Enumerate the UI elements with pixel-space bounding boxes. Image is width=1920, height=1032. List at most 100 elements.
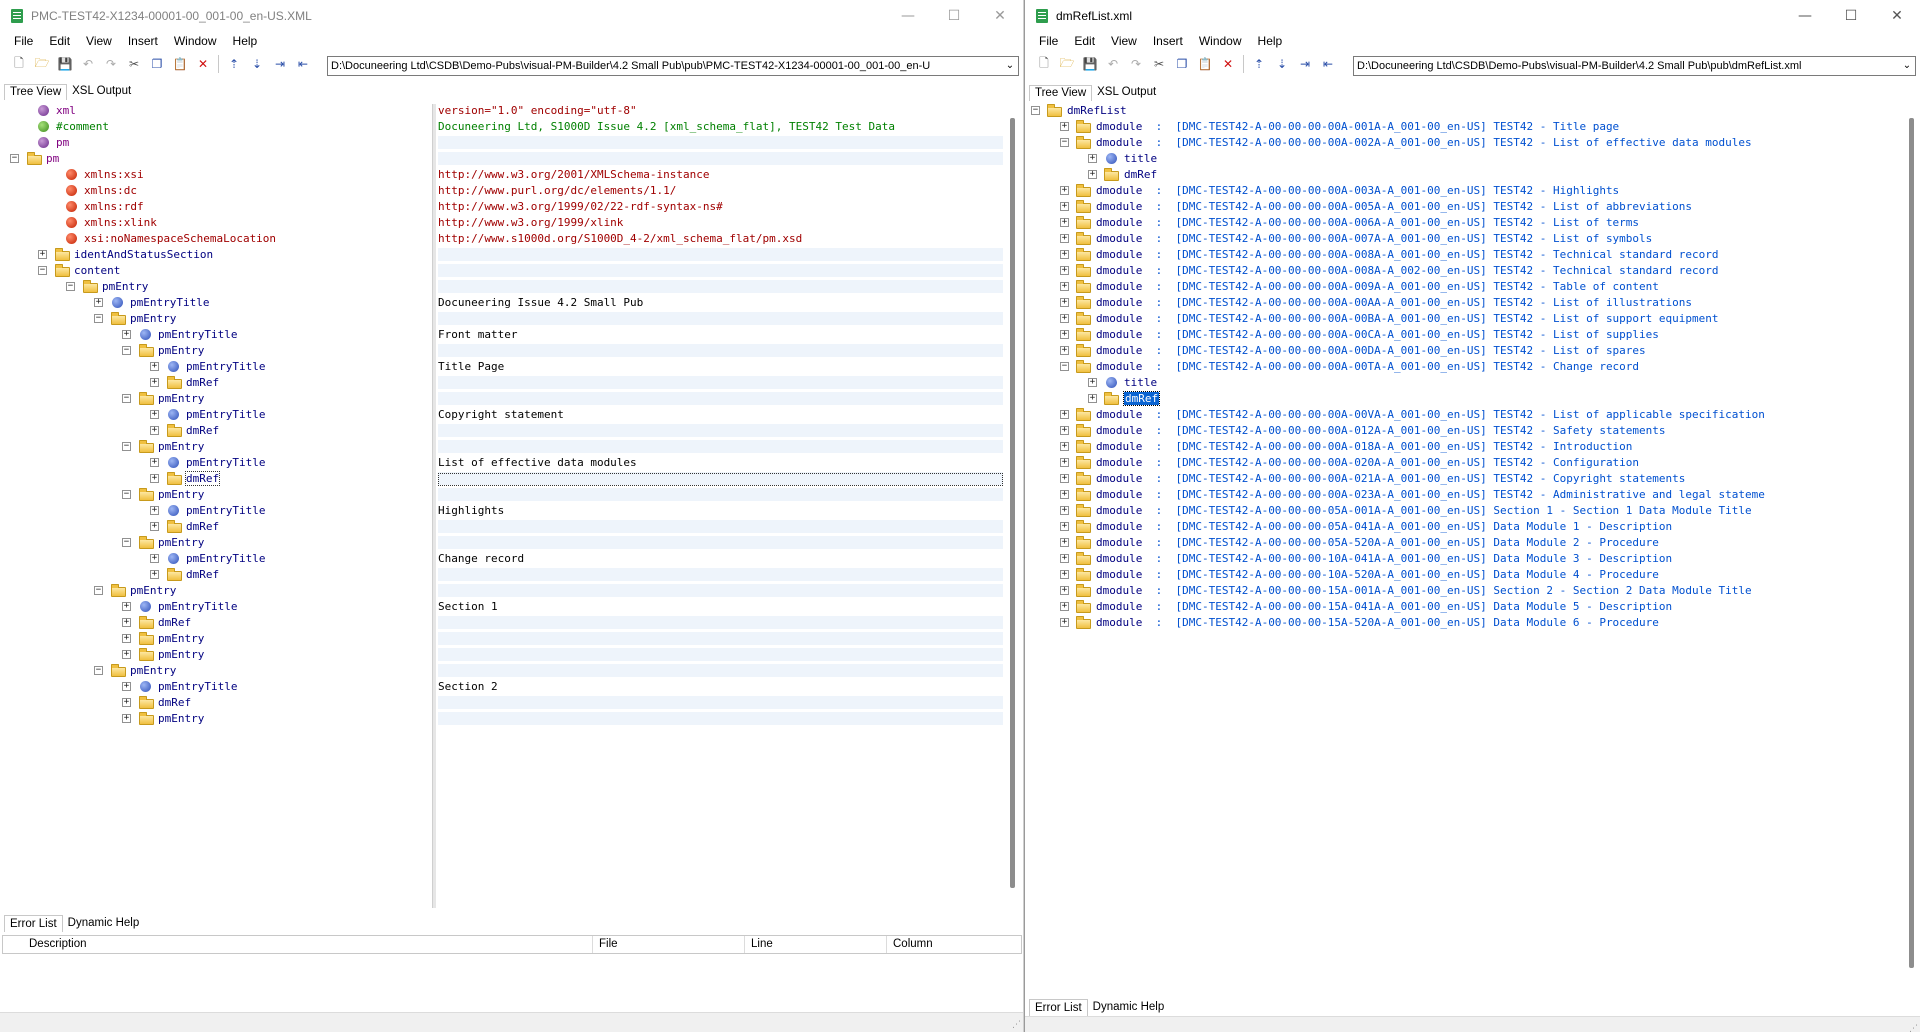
expand-icon[interactable]: + — [1060, 281, 1069, 291]
expand-icon[interactable]: + — [1060, 313, 1069, 323]
dmodule-item[interactable]: +dmodule : [DMC-TEST42-A-00-00-00-00A-00… — [1025, 216, 1905, 229]
delete-icon[interactable]: ✕ — [197, 57, 209, 71]
resize-grip-icon[interactable]: ⋰ — [1909, 1024, 1918, 1032]
expand-icon[interactable]: + — [1060, 249, 1069, 259]
node-value[interactable]: List of effective data modules — [438, 456, 637, 469]
expand-icon[interactable]: + — [150, 377, 159, 387]
node-value[interactable]: version="1.0" encoding="utf-8" — [438, 104, 637, 117]
expand-icon[interactable]: + — [1060, 537, 1069, 547]
column-file[interactable]: File — [593, 936, 745, 953]
dmodule-item[interactable]: +dmodule : [DMC-TEST42-A-00-00-00-00A-00… — [1025, 120, 1905, 133]
resize-grip-icon[interactable]: ⋰ — [1012, 1020, 1021, 1030]
expand-icon[interactable]: + — [1088, 393, 1097, 403]
tree-node[interactable]: #comment — [0, 120, 430, 133]
outdent-icon[interactable]: ⇤ — [297, 57, 309, 71]
expand-icon[interactable]: + — [1060, 345, 1069, 355]
tree-node[interactable]: −pmEntry — [0, 440, 430, 453]
expand-icon[interactable]: + — [1060, 489, 1069, 499]
tree-node[interactable]: +dmRef — [0, 616, 430, 629]
node-value[interactable]: Front matter — [438, 328, 518, 341]
move-down-icon[interactable]: ⇣ — [251, 57, 263, 71]
minimize-icon[interactable]: — — [1798, 7, 1812, 24]
new-file-icon[interactable]: 🗋 — [1039, 55, 1049, 70]
child-node[interactable]: +dmRef — [1025, 391, 1905, 406]
dmodule-item[interactable]: +dmodule : [DMC-TEST42-A-00-00-00-10A-04… — [1025, 552, 1905, 565]
expand-icon[interactable]: + — [1060, 601, 1069, 611]
tab-dynamic-help[interactable]: Dynamic Help — [1092, 1000, 1165, 1013]
indent-icon[interactable]: ⇥ — [274, 57, 286, 71]
menu-edit[interactable]: Edit — [1074, 34, 1096, 48]
cut-icon[interactable]: ✂ — [1153, 57, 1165, 71]
expand-icon[interactable]: + — [1060, 121, 1069, 131]
expand-icon[interactable]: + — [1060, 553, 1069, 563]
expand-icon[interactable]: + — [1060, 329, 1069, 339]
expand-icon[interactable]: + — [1060, 505, 1069, 515]
file-path-combo[interactable]: D:\Docuneering Ltd\CSDB\Demo-Pubs\visual… — [1353, 56, 1916, 76]
dmodule-item[interactable]: −dmodule : [DMC-TEST42-A-00-00-00-00A-00… — [1025, 360, 1905, 373]
new-file-icon[interactable]: 🗋 — [14, 55, 24, 70]
tree-node[interactable]: xml — [0, 104, 430, 117]
tab-tree-view[interactable]: Tree View — [4, 84, 68, 100]
maximize-icon[interactable]: ☐ — [1844, 7, 1858, 24]
tree-node[interactable]: +dmRef — [0, 696, 430, 709]
tree-node[interactable]: +dmRef — [0, 568, 430, 581]
copy-icon[interactable]: ❐ — [151, 57, 163, 71]
column-column[interactable]: Column — [893, 938, 933, 950]
save-icon[interactable]: 💾 — [1082, 57, 1098, 71]
menu-file[interactable]: File — [1039, 34, 1059, 48]
expand-icon[interactable]: + — [150, 457, 159, 467]
tree-node[interactable]: xmlns:xsi — [0, 168, 430, 181]
cut-icon[interactable]: ✂ — [128, 57, 140, 71]
collapse-icon[interactable]: − — [38, 265, 47, 275]
expand-icon[interactable]: + — [1060, 473, 1069, 483]
dmodule-item[interactable]: +dmodule : [DMC-TEST42-A-00-00-00-00A-00… — [1025, 232, 1905, 245]
collapse-icon[interactable]: − — [122, 441, 131, 451]
node-value[interactable]: Change record — [438, 552, 525, 565]
child-node[interactable]: +title — [1025, 376, 1905, 389]
menu-window[interactable]: Window — [173, 34, 217, 48]
undo-icon[interactable]: ↶ — [1107, 57, 1119, 71]
tab-dynamic-help[interactable]: Dynamic Help — [67, 916, 140, 929]
minimize-icon[interactable]: — — [901, 7, 915, 24]
child-node[interactable]: +dmRef — [1025, 168, 1905, 181]
collapse-icon[interactable]: − — [94, 313, 103, 323]
dmodule-item[interactable]: −dmodule : [DMC-TEST42-A-00-00-00-00A-00… — [1025, 136, 1905, 149]
expand-icon[interactable]: + — [1060, 617, 1069, 627]
expand-icon[interactable]: + — [150, 409, 159, 419]
redo-icon[interactable]: ↷ — [105, 57, 117, 71]
dmodule-item[interactable]: +dmodule : [DMC-TEST42-A-00-00-00-15A-00… — [1025, 584, 1905, 597]
redo-icon[interactable]: ↷ — [1130, 57, 1142, 71]
dmodule-item[interactable]: +dmodule : [DMC-TEST42-A-00-00-00-00A-02… — [1025, 456, 1905, 469]
maximize-icon[interactable]: ☐ — [947, 7, 961, 24]
tree-node[interactable]: +pmEntryTitle — [0, 552, 430, 565]
dmodule-item[interactable]: +dmodule : [DMC-TEST42-A-00-00-00-00A-00… — [1025, 280, 1905, 293]
collapse-icon[interactable]: − — [66, 281, 75, 291]
chevron-down-icon[interactable]: ⌄ — [1002, 57, 1018, 75]
expand-icon[interactable]: + — [38, 249, 47, 259]
menu-file[interactable]: File — [14, 34, 34, 48]
dmodule-item[interactable]: +dmodule : [DMC-TEST42-A-00-00-00-05A-04… — [1025, 520, 1905, 533]
vertical-scrollbar[interactable] — [1010, 118, 1015, 888]
dmodule-item[interactable]: +dmodule : [DMC-TEST42-A-00-00-00-00A-00… — [1025, 328, 1905, 341]
dmodule-item[interactable]: +dmodule : [DMC-TEST42-A-00-00-00-10A-52… — [1025, 568, 1905, 581]
expand-icon[interactable]: + — [150, 521, 159, 531]
collapse-icon[interactable]: − — [122, 537, 131, 547]
collapse-icon[interactable]: − — [94, 585, 103, 595]
expand-icon[interactable]: + — [1060, 201, 1069, 211]
menu-edit[interactable]: Edit — [49, 34, 71, 48]
collapse-icon[interactable]: − — [1060, 137, 1069, 147]
dmodule-item[interactable]: +dmodule : [DMC-TEST42-A-00-00-00-00A-00… — [1025, 312, 1905, 325]
tree-node[interactable]: +pmEntryTitle — [0, 360, 430, 373]
tree-node[interactable]: +pmEntryTitle — [0, 328, 430, 341]
child-node[interactable]: +title — [1025, 152, 1905, 165]
expand-icon[interactable]: + — [150, 553, 159, 563]
tree-node[interactable]: +pmEntry — [0, 648, 430, 661]
tree-node[interactable]: −pmEntry — [0, 312, 430, 325]
column-line[interactable]: Line — [745, 936, 887, 953]
tree-node[interactable]: +identAndStatusSection — [0, 248, 430, 261]
tree-node[interactable]: +dmRef — [0, 424, 430, 437]
vertical-scrollbar[interactable] — [1909, 118, 1914, 968]
outdent-icon[interactable]: ⇤ — [1322, 57, 1334, 71]
tab-xsl-output[interactable]: XSL Output — [72, 85, 132, 97]
open-folder-icon[interactable]: 🗁 — [34, 55, 50, 70]
